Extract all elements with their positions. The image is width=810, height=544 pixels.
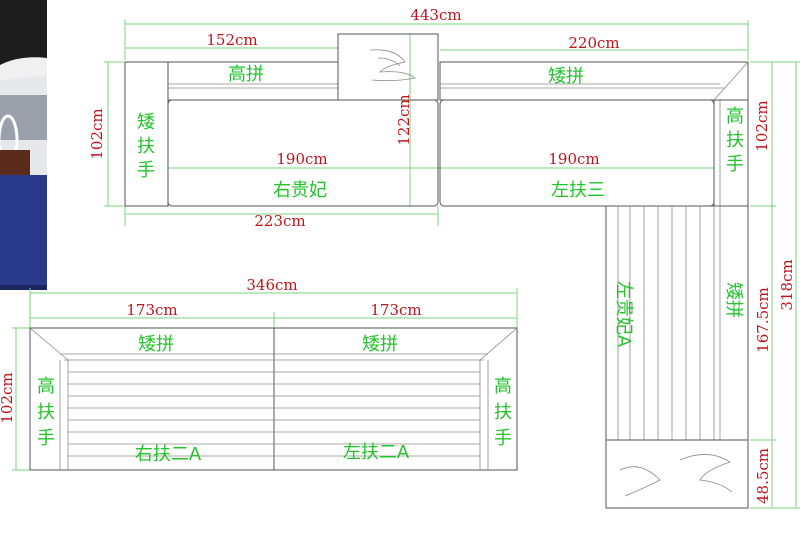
bottom-right-width: 173cm [370,301,421,319]
top-left-depth: 102cm [88,108,106,159]
top-right-arm-label: 高扶手 [726,106,744,175]
top-right-seat-width: 190cm [548,150,599,168]
chaise-length: 167.5cm [754,287,772,353]
chaise-ottoman [605,439,749,509]
bottom-right-back-label: 矮拼 [362,334,398,355]
bottom-set-dimension-guides [12,288,518,471]
bottom-left-seat-label: 右扶二A [135,444,202,465]
bottom-sofa-outline [29,327,518,471]
top-left-seat [167,99,439,207]
top-right-back-label: 矮拼 [548,66,584,87]
top-left-back-label: 高拼 [228,64,264,85]
top-left-module-width: 223cm [254,212,305,230]
top-left-arm-label: 矮扶手 [137,112,155,181]
room-photo-inset [0,0,47,290]
bottom-seat-ribs [68,371,480,457]
chaise-label: 左贵妃A [613,281,634,348]
top-left-width: 152cm [206,31,257,49]
top-sofa-outline [124,33,749,509]
chaise-back-label: 矮拼 [723,282,744,318]
top-right-width: 220cm [568,34,619,52]
top-left-arm [124,61,169,207]
top-set-dimension-guides [104,20,800,509]
top-table-depth: 122cm [395,94,413,145]
top-left-seat-width: 190cm [276,150,327,168]
bottom-depth: 102cm [0,372,16,423]
bottom-left-arm-label: 高扶手 [37,376,55,449]
bottom-left-back-label: 矮拼 [138,334,174,355]
bottom-left-width: 173cm [126,301,177,319]
top-left-seat-label: 右贵妃 [273,180,327,201]
top-total-width: 443cm [410,6,461,24]
bottom-total-width: 346cm [246,276,297,294]
bottom-right-arm-label: 高扶手 [494,376,512,449]
bottom-right-seat-label: 左扶二A [343,442,410,463]
top-corner-table [337,33,439,101]
top-right-depth: 102cm [753,100,771,151]
ottoman-length: 48.5cm [754,448,772,504]
top-right-seat-label: 左扶三 [551,180,605,201]
chaise-total-length: 318cm [778,259,796,310]
